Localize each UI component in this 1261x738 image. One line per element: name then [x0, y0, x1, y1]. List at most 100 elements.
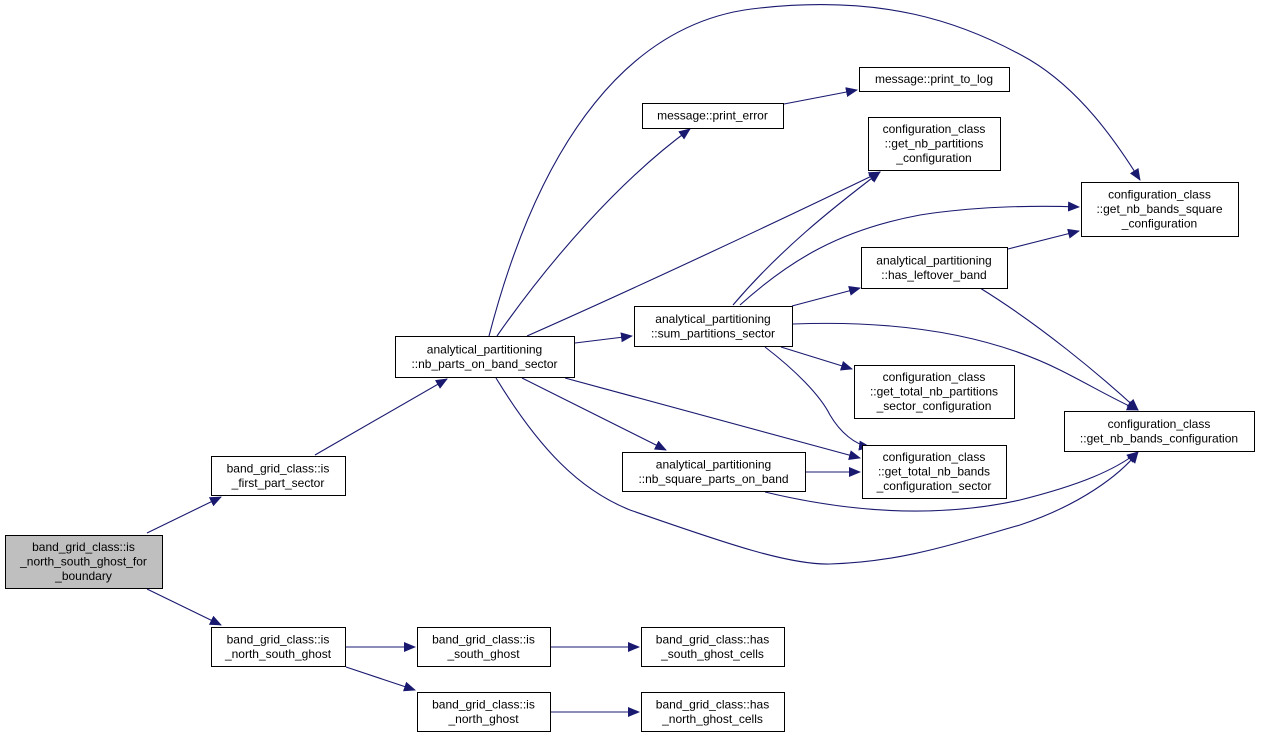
edge-sum_partitions-nb_bands_cfg — [792, 322, 1139, 411]
node-box — [859, 67, 1010, 92]
edge-ns_ghost-north_ghost — [345, 666, 416, 692]
node-has-leftover[interactable]: analytical_partitioning::has_leftover_ba… — [861, 247, 1008, 289]
node-box — [641, 692, 785, 732]
node-has-south[interactable]: band_grid_class::has_south_ghost_cells — [641, 627, 785, 667]
edge-arrow — [564, 377, 861, 460]
node-box — [1064, 411, 1255, 452]
node-label-line: configuration_class — [883, 122, 986, 136]
node-nb-square-parts[interactable]: analytical_partitioning::nb_square_parts… — [622, 452, 806, 492]
edge-nb_square_parts-nb_bands_cfg — [764, 451, 1139, 512]
node-south-ghost[interactable]: band_grid_class::is_south_ghost — [417, 627, 551, 667]
node-label-line: _north_ghost — [447, 712, 519, 726]
node-label-line: ::has_leftover_band — [881, 268, 986, 282]
node-label-line: ::sum_partitions_sector — [651, 326, 775, 340]
edge-nb_parts-nb_bands_cfg — [495, 377, 1139, 565]
node-box — [861, 247, 1008, 289]
edge-arrow — [496, 128, 691, 337]
edge-nb_parts-nb_bands_square — [488, 3, 1141, 337]
edge-arrow — [783, 87, 858, 105]
node-print-log[interactable]: message::print_to_log — [859, 67, 1010, 92]
edge-first_part-nb_parts — [314, 378, 448, 456]
node-box — [854, 365, 1015, 419]
node-label-line: configuration_class — [883, 450, 986, 464]
node-nb-bands-square[interactable]: configuration_class::get_nb_bands_square… — [1081, 182, 1239, 237]
node-label-line: band_grid_class::has — [656, 697, 769, 711]
edge-arrow — [526, 171, 881, 337]
edge-arrow — [791, 285, 861, 307]
edge-sum_partitions-has_leftover — [791, 285, 861, 307]
node-box — [5, 535, 163, 589]
node-label-line: ::get_total_nb_partitions — [870, 385, 998, 399]
node-label-line: analytical_partitioning — [876, 253, 991, 267]
edge-arrow — [146, 496, 222, 534]
node-ns-ghost[interactable]: band_grid_class::is_north_south_ghost — [211, 627, 346, 667]
node-box — [868, 117, 1001, 171]
node-total-bands[interactable]: configuration_class::get_total_nb_bands_… — [862, 445, 1007, 499]
node-label-line: message::print_error — [657, 109, 768, 123]
node-label-line: band_grid_class::is — [32, 540, 135, 554]
node-label-line: ::get_total_nb_bands — [878, 465, 990, 479]
edge-has_leftover-nb_bands_square — [1007, 228, 1080, 250]
node-label-line: band_grid_class::is — [432, 632, 535, 646]
node-box — [634, 306, 793, 347]
node-label-line: band_grid_class::is — [432, 697, 535, 711]
node-first-part[interactable]: band_grid_class::is_first_part_sector — [211, 456, 346, 496]
edge-sum_partitions-nb_partitions_cfg — [732, 171, 881, 306]
edge-nb_parts-total_bands — [564, 377, 861, 460]
node-label-line: analytical_partitioning — [655, 312, 770, 326]
edge-nb_parts-print_error — [496, 128, 691, 337]
edge-root-first_part — [146, 496, 222, 534]
edge-nb_parts-nb_partitions_cfg — [526, 171, 881, 337]
node-box — [211, 627, 346, 667]
node-box — [417, 627, 551, 667]
edge-arrow — [314, 378, 448, 456]
edge-print_error-print_log — [783, 87, 858, 105]
edge-arrow — [146, 588, 222, 626]
node-total-partitions[interactable]: configuration_class::get_total_nb_partit… — [854, 365, 1015, 419]
node-box — [1081, 182, 1239, 237]
node-box — [395, 336, 575, 378]
node-label-line: _sector_configuration — [876, 399, 992, 413]
node-label-line: _configuration — [1121, 217, 1197, 231]
edge-arrow — [488, 3, 1141, 337]
node-sum-partitions[interactable]: analytical_partitioning::sum_partitions_… — [634, 306, 793, 347]
node-label-line: _south_ghost_cells — [660, 647, 764, 661]
node-nb-partitions-cfg[interactable]: configuration_class::get_nb_partitions_c… — [868, 117, 1001, 171]
node-box — [862, 445, 1007, 499]
edge-arrow — [780, 346, 853, 371]
node-label-line: configuration_class — [1108, 188, 1211, 202]
node-root[interactable]: band_grid_class::is_north_south_ghost_fo… — [5, 535, 163, 589]
node-label-line: ::nb_parts_on_band_sector — [411, 357, 557, 371]
node-label-line: band_grid_class::is — [227, 461, 330, 475]
node-label-line: _boundary — [54, 569, 112, 583]
node-label-line: _south_ghost — [446, 647, 520, 661]
node-label-line: _first_part_sector — [231, 476, 325, 490]
edge-arrow — [574, 332, 633, 344]
node-print-error[interactable]: message::print_error — [642, 103, 784, 129]
edge-sum_partitions-total_partitions — [780, 346, 853, 371]
edge-arrow — [792, 322, 1139, 411]
node-has-north[interactable]: band_grid_class::has_north_ghost_cells — [641, 692, 785, 732]
edge-arrow — [732, 171, 881, 306]
edge-has_leftover-nb_bands_cfg — [979, 287, 1139, 411]
edge-sum_partitions-total_bands — [764, 346, 871, 451]
node-label-line: ::get_nb_bands_square — [1096, 202, 1222, 216]
edge-root-ns_ghost — [146, 588, 222, 626]
node-label-line: message::print_to_log — [875, 72, 993, 86]
node-label-line: _configuration_sector — [876, 479, 992, 493]
node-label-line: _north_south_ghost_for — [19, 555, 147, 569]
node-label-line: band_grid_class::is — [227, 632, 330, 646]
edge-arrow — [345, 666, 416, 692]
node-north-ghost[interactable]: band_grid_class::is_north_ghost — [417, 692, 551, 732]
edge-sum_partitions-nb_bands_square — [739, 201, 1080, 306]
edge-arrow — [764, 346, 871, 451]
node-nb-parts[interactable]: analytical_partitioning::nb_parts_on_ban… — [395, 336, 575, 378]
node-label-line: ::get_nb_partitions — [885, 137, 984, 151]
edge-arrow — [739, 201, 1080, 306]
edge-arrow — [764, 451, 1139, 512]
node-nb-bands-cfg[interactable]: configuration_class::get_nb_bands_config… — [1064, 411, 1255, 452]
edge-arrow — [495, 377, 1139, 565]
node-label-line: configuration_class — [1108, 417, 1211, 431]
node-box — [417, 692, 551, 732]
edge-nb_parts-nb_square_parts — [521, 377, 667, 451]
